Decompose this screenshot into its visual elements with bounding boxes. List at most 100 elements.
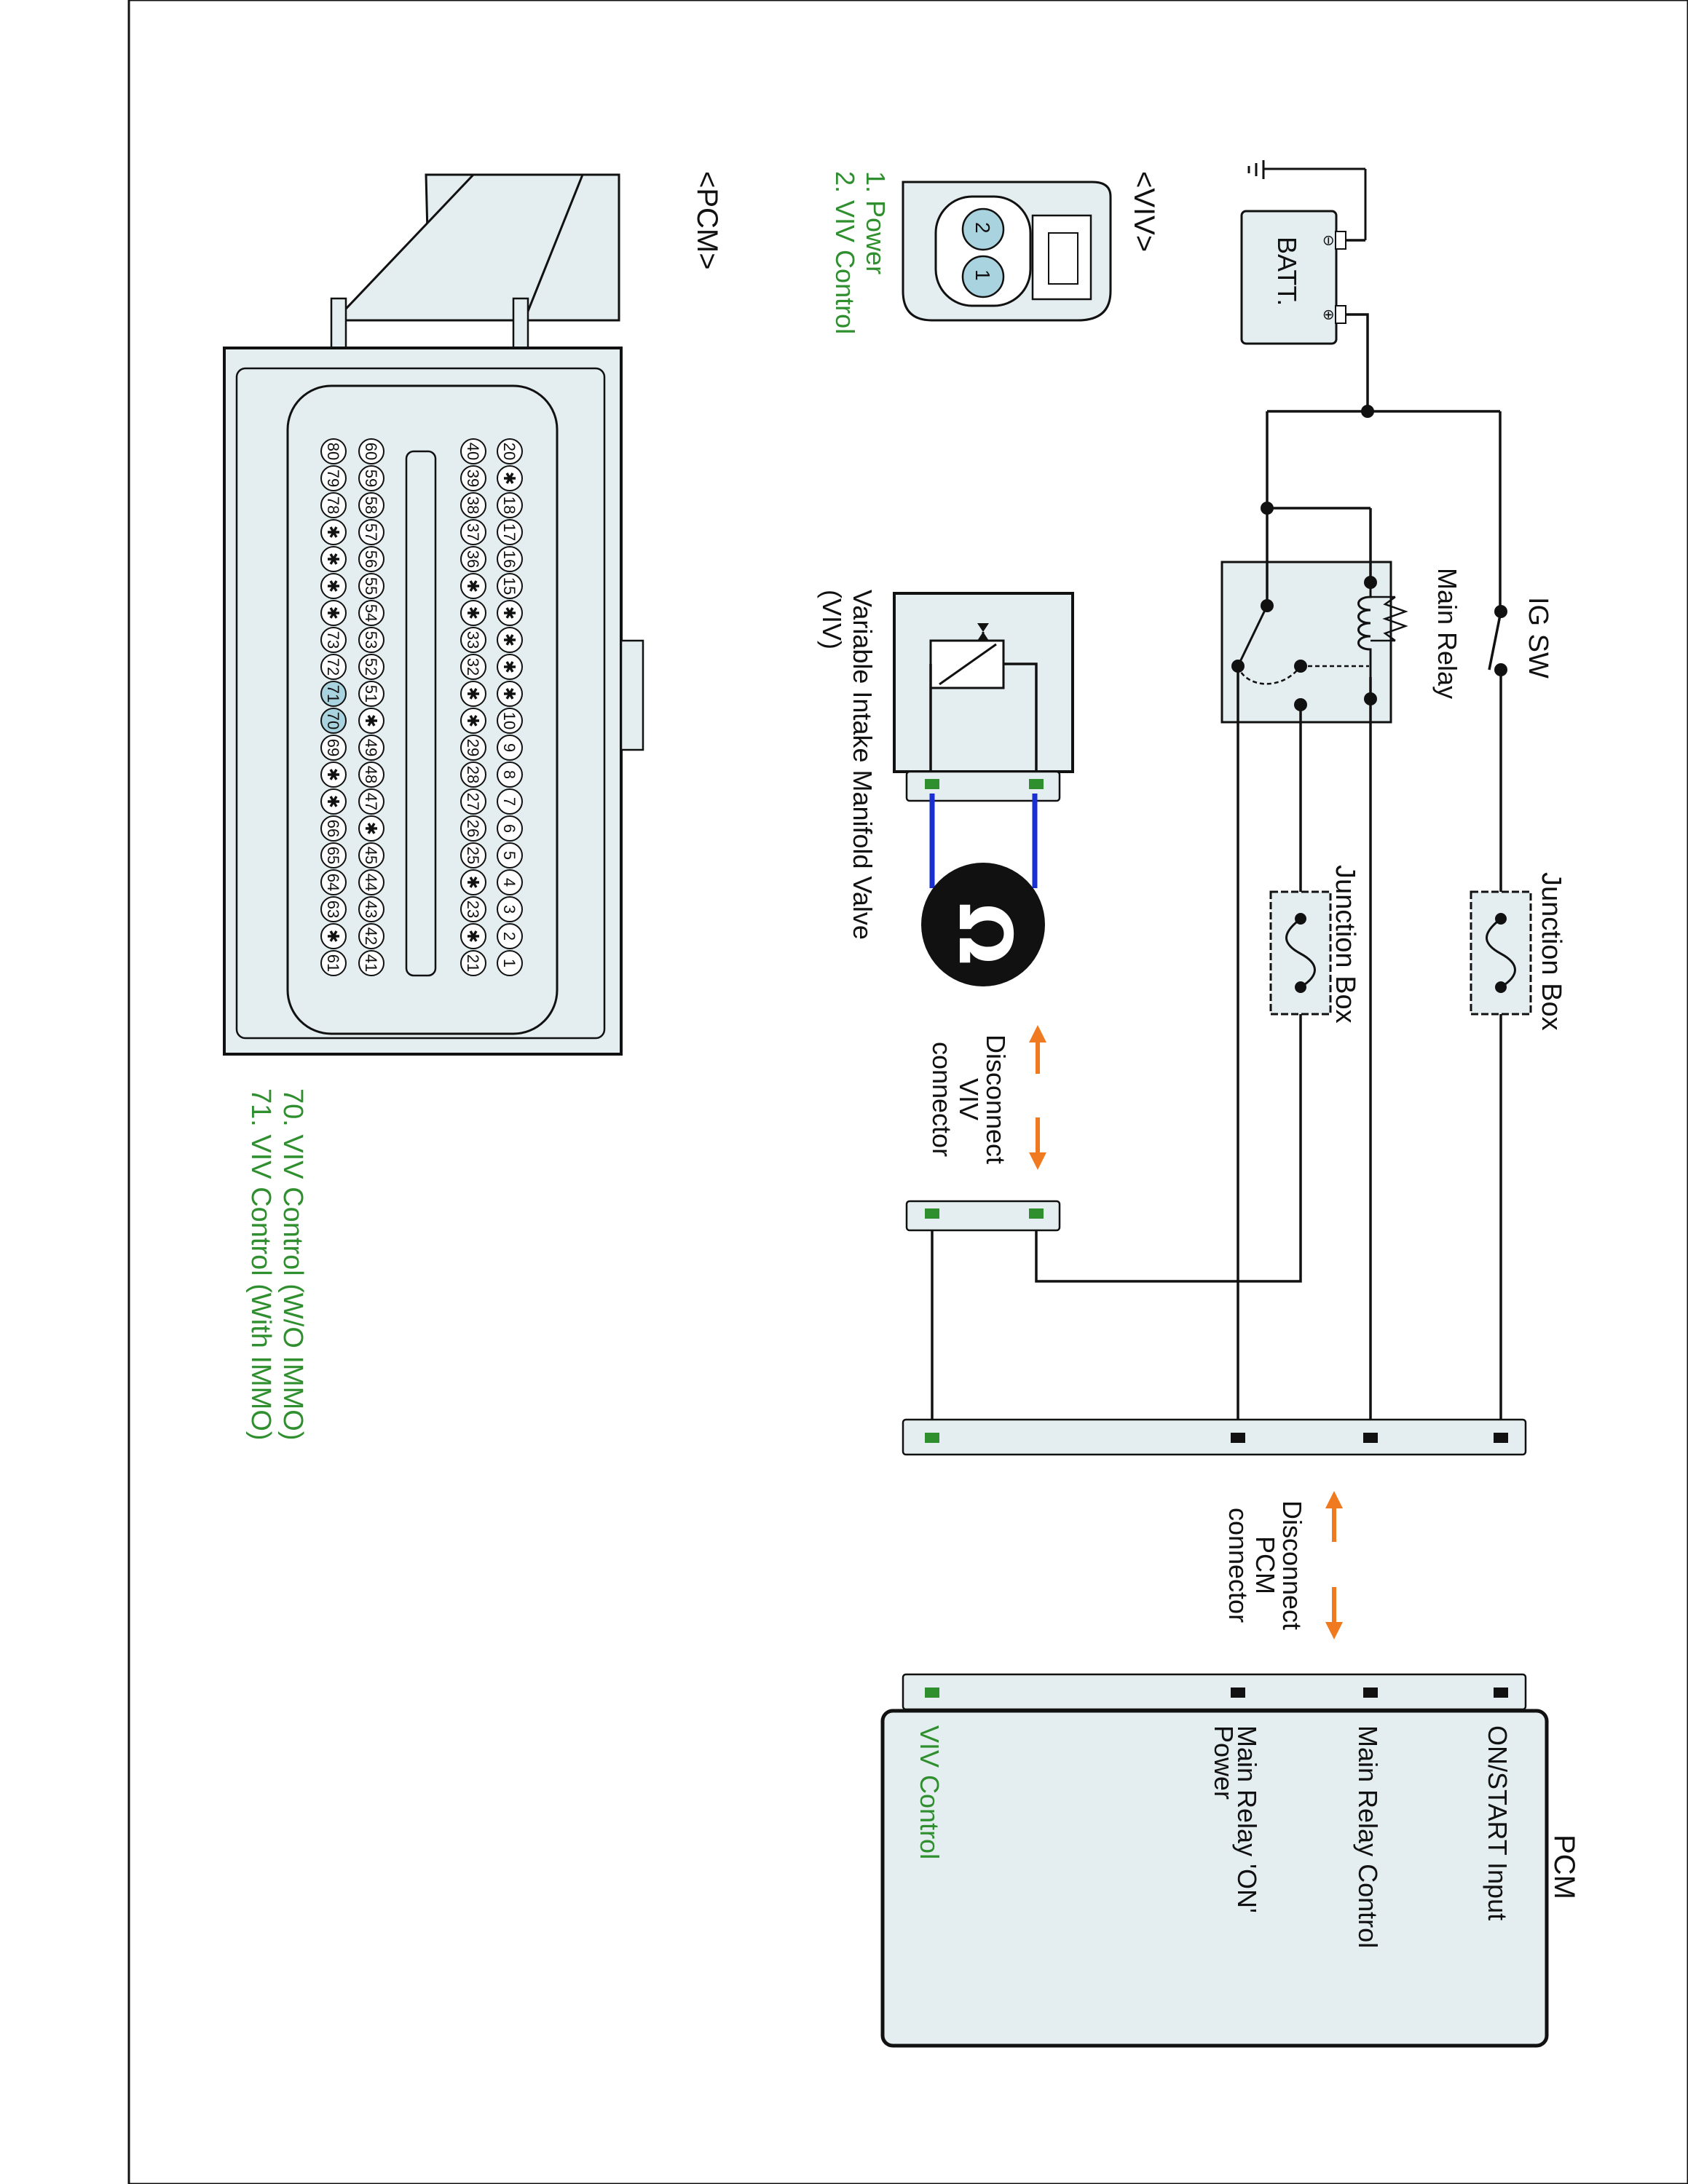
pcm-pin-circle [460, 438, 486, 464]
pcm-pin-label: 6 [500, 824, 518, 833]
pcm-pin-label: 1 [500, 959, 518, 968]
pcm-pin-label: 28 [464, 766, 482, 783]
pcm-pin-circle [358, 654, 384, 680]
pcm-pin-label: ✱ [324, 606, 342, 620]
ohmmeter: Ω [921, 794, 1045, 986]
pcm-pin-label: 72 [324, 658, 342, 676]
pcm-pin-circle [358, 869, 384, 895]
pcm-pin-label: 20 [500, 443, 518, 460]
pcm-pin-circle [460, 761, 486, 788]
pcm-module [880, 1673, 1549, 2048]
pcm-pin-circle [358, 627, 384, 653]
pcm-pin-main-relay-on-power-2: Power [1209, 1725, 1239, 1800]
junction-box-2-label: Junction Box [1330, 865, 1360, 1024]
pcm-pin-label: 9 [500, 743, 518, 752]
disconnect-pcm-line2: PCM [1250, 1536, 1280, 1594]
pcm-pin-label: 36 [464, 550, 482, 568]
pcm-pin-circle [358, 815, 384, 842]
pcm-pin-circle [358, 708, 384, 734]
pcm-pin-label: 23 [464, 901, 482, 918]
viv-valve [893, 592, 1074, 802]
pcm-pin-circle [497, 519, 523, 545]
pcm-pin-circle [497, 600, 523, 626]
battery-plus-terminal: ⊕ [1320, 309, 1336, 321]
viv-pin-2: 2 [971, 222, 994, 234]
pcm-pin-circle [497, 708, 523, 734]
pcm-pin-label: 8 [500, 770, 518, 779]
pcm-pin-label: ✱ [362, 822, 380, 835]
viv-valve-abbr: (VIV) [817, 590, 847, 649]
pcm-pin-label: 55 [362, 577, 380, 595]
pcm-pin-label: 80 [324, 443, 342, 460]
pcm-pin-circle [320, 546, 347, 572]
pcm-pin-main-relay-control: Main Relay Control [1353, 1725, 1383, 1948]
pcm-pin-circle [497, 627, 523, 653]
pcm-pin-label: 3 [500, 905, 518, 914]
viv-connector-face: 2 1 [902, 181, 1112, 322]
pcm-pin-label: 10 [500, 712, 518, 729]
pcm-pin-main-relay-on-power: Main Relay 'ON' [1232, 1725, 1262, 1913]
pcm-pin-circle [460, 492, 486, 518]
viv-pin-1: 1 [971, 269, 994, 281]
page-frame [127, 0, 1688, 2184]
pcm-pin-label: 42 [362, 927, 380, 945]
pcm-pin-label: ✱ [500, 633, 518, 646]
ground-symbol [1247, 160, 1367, 240]
pcm-pin-circle [358, 519, 384, 545]
pcm-pin-circle [497, 761, 523, 788]
pcm-pin-circle [358, 896, 384, 922]
pcm-pin-circle [320, 815, 347, 842]
pcm-pin-label: 66 [324, 820, 342, 837]
pcm-pin-label: 15 [500, 577, 518, 595]
pcm-pin-circle [497, 465, 523, 491]
pcm-pin-circle [460, 788, 486, 815]
pcm-pin-label: 64 [324, 874, 342, 891]
pcm-pin-label: 37 [464, 523, 482, 541]
pcm-pin-label: 4 [500, 878, 518, 887]
pcm-pin-label: 57 [362, 523, 380, 541]
pcm-pin-label: 43 [362, 901, 380, 918]
disconnect-viv-line2: VIV [954, 1078, 984, 1120]
pcm-pin-label: 26 [464, 820, 482, 837]
pcm-pin-label: 59 [362, 470, 380, 487]
pcm-pin-label: 47 [362, 793, 380, 810]
pcm-pin-label: 40 [464, 443, 482, 460]
pcm-pin-circle [358, 681, 384, 707]
pcm-pin-circle [460, 681, 486, 707]
pcm-pin-circle [460, 842, 486, 869]
pcm-pin-label: 78 [324, 496, 342, 514]
junction-box-1-label: Junction Box [1536, 872, 1566, 1031]
pcm-pin-label: 27 [464, 793, 482, 810]
main-relay [1220, 507, 1408, 724]
pcm-legend-70: 70. VIV Control (W/O IMMO) [277, 1088, 308, 1441]
pcm-pin-label: 63 [324, 901, 342, 918]
pcm-pin-circle [460, 950, 486, 976]
pcm-pin-label: 49 [362, 739, 380, 756]
pcm-pin-label: 25 [464, 847, 482, 864]
pcm-pin-label: ✱ [464, 714, 482, 727]
pcm-pin-circle [320, 600, 347, 626]
pcm-pin-label: 73 [324, 631, 342, 649]
pcm-pin-circle [320, 654, 347, 680]
pcm-connector-pins: 20✱18171615✱✱✱✱109876543214039383736✱✱33… [320, 438, 523, 976]
battery: BATT. ⊖ ⊕ [1240, 210, 1346, 345]
pcm-connector-body [223, 173, 644, 1056]
pcm-pin-circle [497, 492, 523, 518]
pcm-pin-label: 17 [500, 523, 518, 541]
pcm-pin-circle [320, 735, 347, 761]
pcm-pin-circle [460, 627, 486, 653]
pcm-connector-title: <PCM> [691, 171, 723, 270]
pcm-harness-connector [902, 1418, 1527, 1456]
disconnect-pcm-line1: Disconnect [1277, 1500, 1307, 1630]
main-relay-label: Main Relay [1432, 568, 1462, 699]
disconnect-viv-line3: connector [927, 1042, 957, 1157]
pcm-pin-circle [460, 735, 486, 761]
viv-harness-connector [905, 1200, 1061, 1232]
pcm-pin-circle [358, 923, 384, 949]
pcm-pin-label: 16 [500, 550, 518, 568]
pcm-pin-label: 65 [324, 847, 342, 864]
pcm-pin-label: 18 [500, 496, 518, 514]
pcm-pin-circle [497, 438, 523, 464]
pcm-pin-circle [358, 950, 384, 976]
pcm-pin-circle [320, 627, 347, 653]
